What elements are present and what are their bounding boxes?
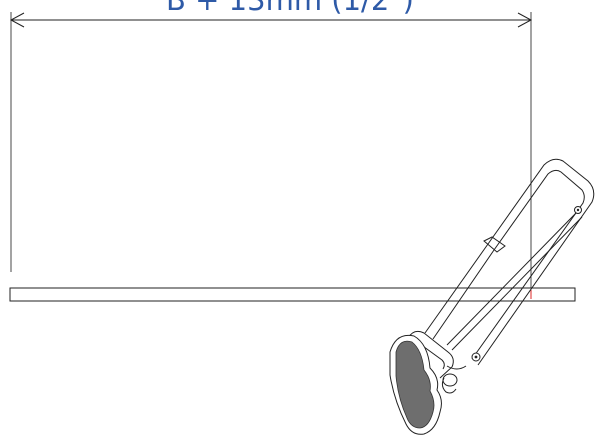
hacksaw-blade-bottom [451,216,583,351]
blade-pin-front-center [576,208,580,212]
hacksaw [389,158,595,435]
hacksaw-handle-grip [395,340,435,429]
wing-nut [441,365,467,394]
blade-pin-rear-center [474,355,478,359]
board [9,287,576,302]
hacksaw-blade-top [446,211,578,346]
hacksaw-frame-inner [432,169,585,360]
hacksaw-neck-inner [419,343,445,370]
hacksaw-frame-outer [424,158,595,366]
hacksaw-neck [407,330,454,379]
dimension-label: B + 13mm (1/2") [166,0,414,17]
hacksaw-frame-sleeve [483,236,506,253]
